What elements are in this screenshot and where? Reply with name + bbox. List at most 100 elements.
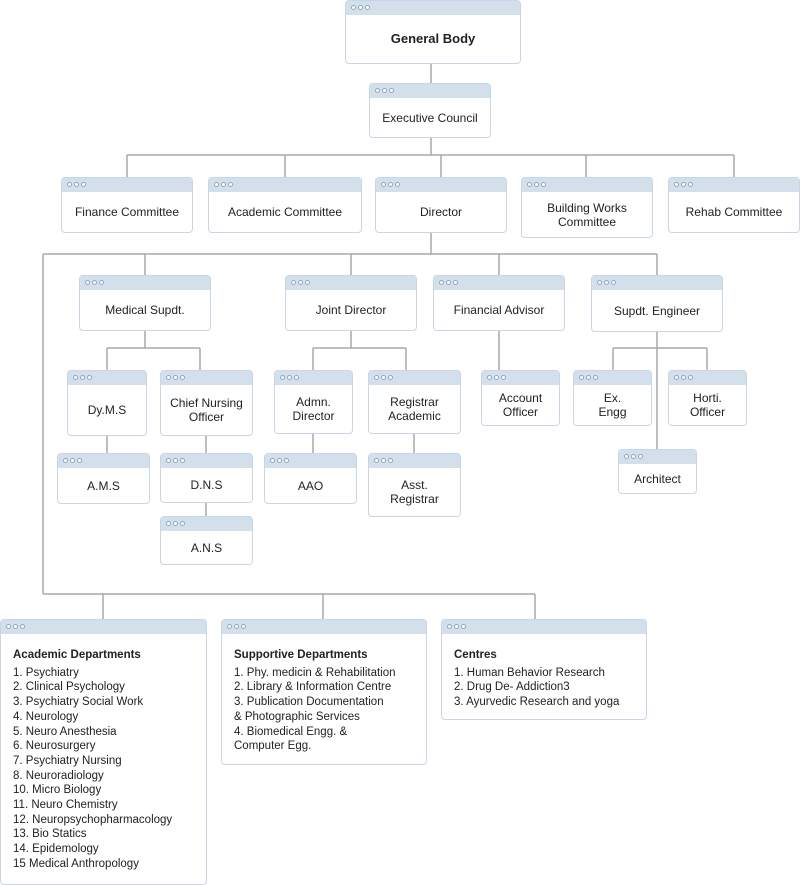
title-bar bbox=[265, 454, 356, 468]
asst-registrar-box: Asst.Registrar bbox=[368, 453, 461, 517]
medical-supdt-label: Medical Supdt. bbox=[105, 303, 185, 317]
list-item: 10. Micro Biology bbox=[13, 784, 102, 797]
title-bar bbox=[376, 178, 506, 192]
list-item: & Photographic Services bbox=[234, 710, 360, 723]
title-bar bbox=[161, 371, 252, 385]
title-bar bbox=[161, 517, 252, 531]
title-bar bbox=[68, 371, 146, 385]
list-item: 1. Psychiatry bbox=[13, 666, 79, 679]
academic-departments-list: Academic Departments 1. Psychiatry 2. Cl… bbox=[1, 634, 206, 884]
title-bar bbox=[209, 178, 361, 192]
asst-registrar-label: Asst.Registrar bbox=[390, 478, 439, 506]
medical-supdt-box: Medical Supdt. bbox=[79, 275, 211, 331]
supportive-departments-title: Supportive Departments bbox=[234, 649, 368, 661]
list-item: 12. Neuropsychopharmacology bbox=[13, 813, 173, 826]
dns-box: D.N.S bbox=[160, 453, 253, 503]
list-item: 14. Epidemology bbox=[13, 843, 99, 856]
supdt-engineer-box: Supdt. Engineer bbox=[591, 275, 723, 332]
executive-council-label: Executive Council bbox=[382, 110, 478, 125]
academic-departments-title: Academic Departments bbox=[13, 649, 141, 661]
centres-list: Centres 1. Human Behavior Research 2. Dr… bbox=[442, 634, 646, 719]
dy-ms-label: Dy.M.S bbox=[87, 403, 127, 417]
admn-director-label: Admn.Director bbox=[292, 395, 335, 423]
title-bar bbox=[369, 454, 460, 468]
title-bar bbox=[370, 84, 490, 98]
title-bar bbox=[1, 620, 206, 634]
title-bar bbox=[222, 620, 426, 634]
supportive-departments-list: Supportive Departments 1. Phy. medicin &… bbox=[222, 634, 426, 764]
ams-box: A.M.S bbox=[57, 453, 150, 504]
title-bar bbox=[286, 276, 416, 290]
joint-director-label: Joint Director bbox=[315, 303, 387, 317]
financial-advisor-box: Financial Advisor bbox=[433, 275, 565, 331]
title-bar bbox=[592, 276, 722, 290]
title-bar bbox=[62, 178, 192, 192]
title-bar bbox=[619, 450, 696, 464]
title-bar bbox=[275, 371, 352, 385]
centres-title: Centres bbox=[454, 649, 497, 661]
list-item: 7. Psychiatry Nursing bbox=[13, 754, 122, 767]
financial-advisor-label: Financial Advisor bbox=[453, 303, 545, 317]
list-item: 15 Medical Anthropology bbox=[13, 857, 139, 870]
director-label: Director bbox=[419, 205, 462, 219]
aao-label: AAO bbox=[297, 478, 324, 493]
list-item: 2. Clinical Psychology bbox=[13, 681, 125, 694]
dns-label: D.N.S bbox=[190, 478, 223, 492]
title-bar bbox=[369, 371, 460, 385]
architect-box: Architect bbox=[618, 449, 697, 494]
title-bar bbox=[58, 454, 149, 468]
list-item: 3. Ayurvedic Research and yoga bbox=[454, 696, 620, 709]
centres-box: Centres 1. Human Behavior Research 2. Dr… bbox=[441, 619, 647, 720]
list-item: 4. Neurology bbox=[13, 710, 79, 723]
list-item: 11. Neuro Chemistry bbox=[13, 799, 118, 812]
list-item: 2. Drug De- Addiction3 bbox=[454, 681, 570, 694]
rehab-committee-label: Rehab Committee bbox=[685, 205, 783, 219]
title-bar bbox=[522, 178, 652, 192]
finance-committee-label: Finance Committee bbox=[74, 205, 180, 219]
list-item: 4. Biomedical Engg. & bbox=[234, 725, 348, 738]
joint-director-box: Joint Director bbox=[285, 275, 417, 331]
architect-label: Architect bbox=[634, 471, 681, 486]
director-box: Director bbox=[375, 177, 507, 233]
finance-committee-box: Finance Committee bbox=[61, 177, 193, 233]
title-bar bbox=[482, 371, 559, 385]
ams-label: A.M.S bbox=[87, 478, 120, 493]
general-body-label: General Body bbox=[390, 31, 476, 46]
academic-committee-label: Academic Committee bbox=[227, 205, 343, 219]
title-bar bbox=[442, 620, 646, 634]
ans-label: A.N.S bbox=[190, 540, 223, 555]
aao-box: AAO bbox=[264, 453, 357, 504]
list-item: 1. Phy. medicin & Rehabilitation bbox=[234, 666, 396, 679]
supportive-departments-box: Supportive Departments 1. Phy. medicin &… bbox=[221, 619, 427, 765]
list-item: 3. Publication Documentation bbox=[234, 696, 384, 709]
list-item: 6. Neurosurgery bbox=[13, 740, 96, 753]
title-bar bbox=[434, 276, 564, 290]
horti-officer-label: Horti.Officer bbox=[689, 391, 726, 419]
academic-committee-box: Academic Committee bbox=[208, 177, 362, 233]
supdt-engineer-label: Supdt. Engineer bbox=[613, 303, 701, 318]
list-item: 8. Neuroradiology bbox=[13, 769, 104, 782]
list-item: 2. Library & Information Centre bbox=[234, 681, 392, 694]
list-item: 13. Bio Statics bbox=[13, 828, 87, 841]
general-body-box: General Body bbox=[345, 0, 521, 64]
list-item: 5. Neuro Anesthesia bbox=[13, 725, 117, 738]
academic-departments-box: Academic Departments 1. Psychiatry 2. Cl… bbox=[0, 619, 207, 885]
title-bar bbox=[669, 371, 746, 385]
ans-box: A.N.S bbox=[160, 516, 253, 565]
horti-officer-box: Horti.Officer bbox=[668, 370, 747, 426]
title-bar bbox=[161, 454, 252, 468]
title-bar bbox=[574, 371, 651, 385]
dy-ms-box: Dy.M.S bbox=[67, 370, 147, 436]
admn-director-box: Admn.Director bbox=[274, 370, 353, 434]
ex-engg-label: Ex.Engg bbox=[598, 391, 627, 419]
ex-engg-box: Ex.Engg bbox=[573, 370, 652, 426]
list-item: 1. Human Behavior Research bbox=[454, 666, 605, 679]
title-bar bbox=[346, 1, 520, 15]
